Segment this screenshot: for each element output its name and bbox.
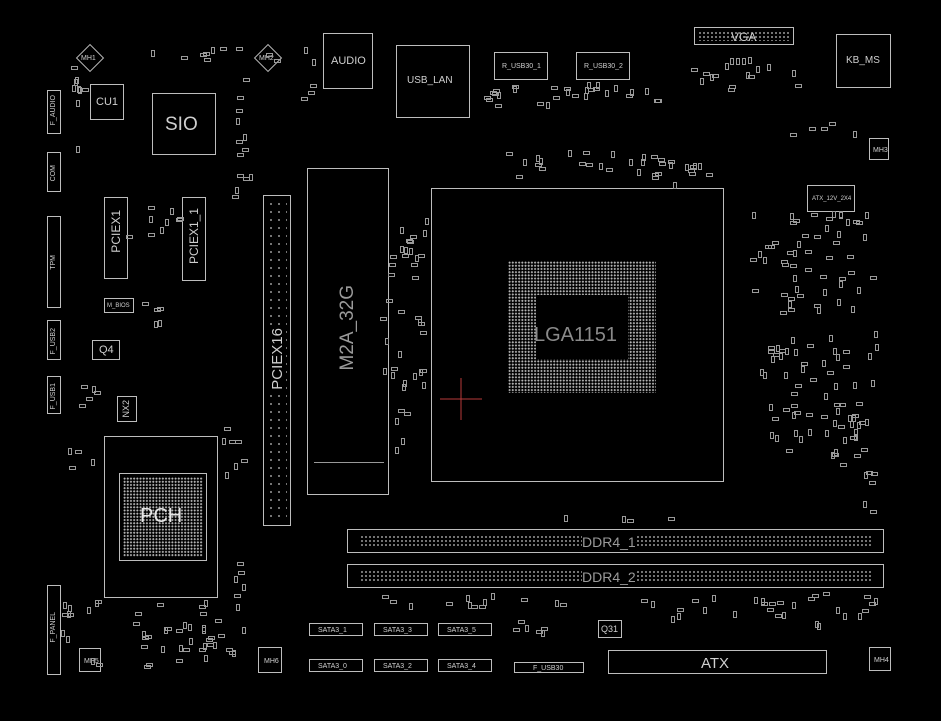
cu1-chip: CU1 [90,84,124,120]
ddr4-2-slot: DDR4_2 [347,564,884,588]
atx-label: ATX [701,655,730,672]
cu1-label: CU1 [96,96,119,108]
q4-label: Q4 [99,344,114,356]
mh2-label: MH2 [259,55,274,62]
sata3-5-port: SATA3_5 [438,623,492,636]
vga-connector: VGA [694,27,794,45]
audio-jack: AUDIO [323,33,373,89]
usb-lan-connector: USB_LAN [396,45,470,118]
kb-ms-label: KB_MS [846,55,880,66]
mounting-hole-mh6: MH6 [258,647,282,673]
mh4-label: MH4 [874,657,889,664]
f-usb1-label: F_USB1 [50,383,57,410]
pciex1-1-label: PCIEX1_1 [187,208,201,265]
pciex16-slot: PCIEX16 [263,195,291,526]
r-usb30-1-label: R_USB30_1 [502,63,541,70]
f-panel-label: F_PANEL [50,612,57,643]
f-usb1-header: F_USB1 [47,376,61,414]
sata3-2-port: SATA3_2 [374,659,428,672]
atx-12v-label: ATX_12V_2X4 [812,196,852,202]
atx-12v-connector: ATX_12V_2X4 [807,185,855,212]
f-usb30-header: F_USB30 [514,662,584,673]
sata3-0-port: SATA3_0 [309,659,363,672]
tpm-header: TPM [47,216,61,308]
m-bios-label: M_BIOS [107,303,130,309]
f-usb2-label: F_USB2 [50,328,57,355]
lga1151-socket: LGA1151 [431,188,724,482]
sata3-3-port: SATA3_3 [374,623,428,636]
m2-slot: M2A_32G [307,168,389,495]
sata3-1-label: SATA3_1 [318,627,347,634]
f-audio-label: F_AUDIO [50,95,57,126]
sata3-4-port: SATA3_4 [438,659,492,672]
mh6-label: MH6 [264,658,279,665]
sata3-3-label: SATA3_3 [383,627,412,634]
sata3-1-port: SATA3_1 [309,623,363,636]
sata3-2-label: SATA3_2 [383,663,412,670]
r-usb30-2-connector: R_USB30_2 [576,52,630,80]
mh1-label: MH1 [81,55,96,62]
q31-component: Q31 [598,620,622,638]
ddr4-1-slot: DDR4_1 [347,529,884,553]
mounting-hole-mh3: MH3 [869,138,889,160]
m2a-label: M2A_32G [337,285,358,371]
f-usb30-label: F_USB30 [533,665,564,672]
sata3-0-label: SATA3_0 [318,663,347,670]
kb-ms-connector: KB_MS [836,34,891,88]
f-audio-header: F_AUDIO [47,90,61,134]
sata3-4-label: SATA3_4 [447,663,476,670]
com-label: COM [50,165,57,182]
pciex16-label: PCIEX16 [269,328,286,390]
crosshair-marker [440,378,482,420]
tpm-label: TPM [50,255,57,270]
pciex1-slot: PCIEX1 [104,197,128,279]
ddr4-2-label: DDR4_2 [582,569,636,585]
r-usb30-2-label: R_USB30_2 [584,63,623,70]
f-usb2-header: F_USB2 [47,320,61,360]
mh5-label: MH5 [84,658,99,665]
lga1151-label: LGA1151 [534,324,618,346]
com-header: COM [47,152,61,192]
pciex1-1-slot: PCIEX1_1 [182,197,206,281]
vga-label: VGA [731,30,757,44]
nx2-crystal: NX2 [117,396,137,422]
f-panel-header: F_PANEL [47,585,61,675]
mounting-hole-mh5: MH5 [79,648,101,672]
pch-label: PCH [140,505,183,527]
atx-connector: ATX [608,650,827,674]
q31-label: Q31 [601,624,619,634]
pciex1-label: PCIEX1 [109,210,123,253]
sata3-5-label: SATA3_5 [447,627,476,634]
r-usb30-1-connector: R_USB30_1 [494,52,548,80]
pch-package: PCH [119,473,207,561]
sio-label: SIO [165,114,198,135]
ddr4-1-label: DDR4_1 [582,534,636,550]
q4-component: Q4 [92,340,120,360]
usb-lan-label: USB_LAN [407,75,453,86]
pch-outline: PCH [104,436,218,598]
mh3-label: MH3 [873,147,888,154]
audio-label: AUDIO [331,55,366,67]
mounting-hole-mh4: MH4 [869,647,891,671]
m-bios-chip: M_BIOS [104,298,134,313]
sio-chip: SIO [152,93,216,155]
nx2-label: NX2 [121,400,131,418]
